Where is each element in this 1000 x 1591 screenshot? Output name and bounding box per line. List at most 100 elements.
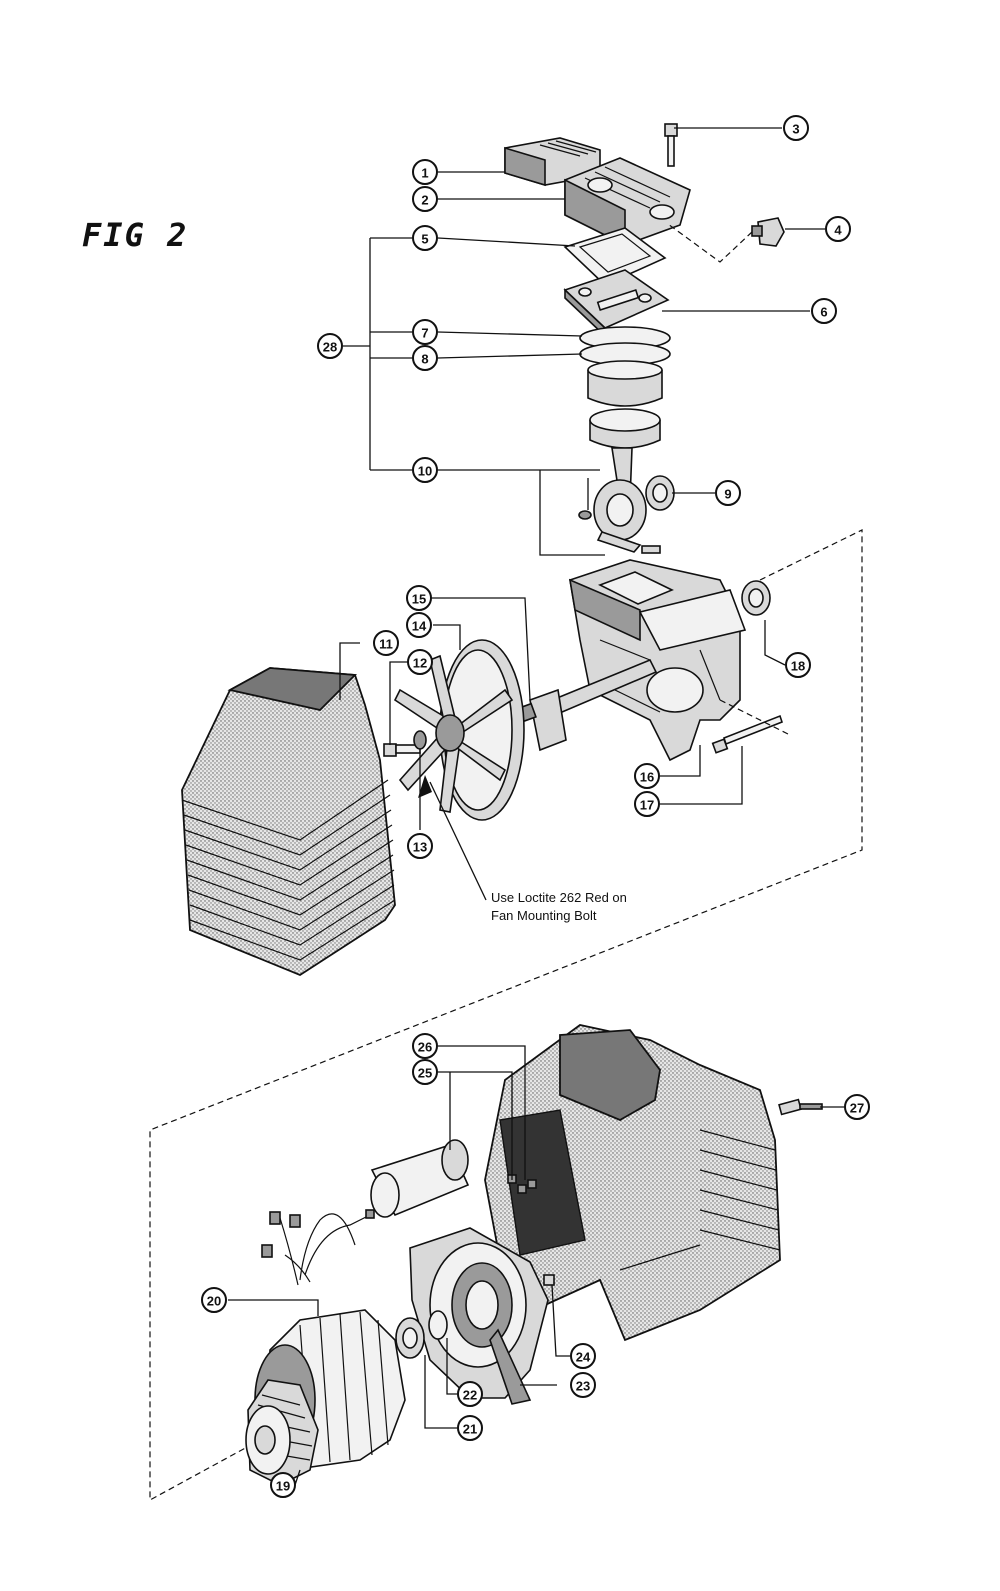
callout-circle xyxy=(457,1381,483,1407)
callout-number: 11 xyxy=(379,637,393,652)
callout-7: 7 xyxy=(412,319,438,345)
callout-circle xyxy=(270,1472,296,1498)
callout-number: 6 xyxy=(820,305,827,320)
callout-number: 24 xyxy=(576,1350,591,1365)
capacitor xyxy=(370,1139,470,1218)
part-17-through-bolt xyxy=(711,714,783,754)
part-26-screw xyxy=(527,1179,537,1189)
callout-13: 13 xyxy=(407,833,433,859)
part-11-fan-shroud xyxy=(181,667,396,977)
callout-24: 24 xyxy=(570,1343,596,1369)
callout-circle xyxy=(457,1415,483,1441)
callout-number: 18 xyxy=(791,659,805,674)
part-21-bearing xyxy=(395,1317,425,1359)
assembly-boundary-line xyxy=(149,529,863,1502)
callout-circle xyxy=(317,333,343,359)
callout-number: 3 xyxy=(792,122,799,137)
callout-circle xyxy=(570,1372,596,1398)
callout-19: 19 xyxy=(270,1472,296,1498)
callout-15: 15 xyxy=(406,585,432,611)
crankcase xyxy=(568,559,747,762)
part-24-screw xyxy=(543,1274,555,1286)
note-line-1: Use Loctite 262 Red on xyxy=(491,890,627,905)
callout-circle xyxy=(412,1033,438,1059)
callout-circle xyxy=(412,186,438,212)
callout-12: 12 xyxy=(407,649,433,675)
callout-number: 15 xyxy=(412,592,426,607)
part-23-end-bell xyxy=(409,1227,549,1405)
callout-23: 23 xyxy=(570,1372,596,1398)
callout-2: 2 xyxy=(412,186,438,212)
callout-number: 8 xyxy=(421,352,428,367)
callout-number: 13 xyxy=(413,840,427,855)
callout-5: 5 xyxy=(412,225,438,251)
callout-8: 8 xyxy=(412,345,438,371)
part-14-fan xyxy=(393,639,525,821)
callout-17: 17 xyxy=(634,791,660,817)
callout-circle xyxy=(634,791,660,817)
callout-number: 28 xyxy=(323,340,337,355)
callout-27: 27 xyxy=(844,1094,870,1120)
callout-number: 1 xyxy=(421,166,428,181)
callout-circle xyxy=(715,480,741,506)
part-3-head-bolt xyxy=(664,123,678,167)
note-line-2: Fan Mounting Bolt xyxy=(491,908,597,923)
callout-circle xyxy=(412,319,438,345)
callout-number: 12 xyxy=(413,656,427,671)
part-27-clip xyxy=(778,1098,823,1116)
callout-10: 10 xyxy=(412,457,438,483)
part-19-rotor xyxy=(245,1379,319,1486)
callout-circle xyxy=(373,630,399,656)
callout-circle xyxy=(406,612,432,638)
callout-number: 4 xyxy=(834,223,842,238)
callout-4: 4 xyxy=(825,216,851,242)
callout-circle xyxy=(412,1059,438,1085)
callout-circle xyxy=(407,649,433,675)
callout-number: 10 xyxy=(418,464,432,479)
callout-circle xyxy=(634,763,660,789)
callout-22: 22 xyxy=(457,1381,483,1407)
callout-number: 25 xyxy=(418,1066,432,1081)
callout-1: 1 xyxy=(412,159,438,185)
part-22-wave-washer xyxy=(428,1310,448,1340)
part-5-gasket xyxy=(563,227,667,286)
callout-circle xyxy=(811,298,837,324)
callout-circle xyxy=(406,585,432,611)
callout-number: 26 xyxy=(418,1040,432,1055)
callout-circle xyxy=(825,216,851,242)
cylinder-sleeve xyxy=(587,360,663,407)
callout-number: 22 xyxy=(463,1388,477,1403)
screw-3 xyxy=(517,1184,527,1194)
callout-6: 6 xyxy=(811,298,837,324)
part-6-valve-plate xyxy=(563,269,670,338)
callout-number: 20 xyxy=(207,1294,221,1309)
callout-number: 23 xyxy=(576,1379,590,1394)
motor-housing xyxy=(484,1024,781,1342)
callout-circle xyxy=(412,225,438,251)
callout-14: 14 xyxy=(406,612,432,638)
callout-number: 5 xyxy=(421,232,428,247)
callout-circle xyxy=(844,1094,870,1120)
callout-16: 16 xyxy=(634,763,660,789)
callout-11: 11 xyxy=(373,630,399,656)
callout-9: 9 xyxy=(715,480,741,506)
callout-number: 14 xyxy=(412,619,427,634)
callout-circle xyxy=(785,652,811,678)
callout-circle xyxy=(407,833,433,859)
callout-28: 28 xyxy=(317,333,343,359)
part-18-bearing xyxy=(741,580,771,616)
callout-labels: 1234567891011121314151617181920212223242… xyxy=(201,115,870,1498)
callout-number: 19 xyxy=(276,1479,290,1494)
callout-circle xyxy=(412,457,438,483)
part-4-elbow-fitting xyxy=(751,217,785,247)
motor-wiring xyxy=(261,1209,375,1286)
piston xyxy=(589,408,661,449)
callout-18: 18 xyxy=(785,652,811,678)
callout-number: 27 xyxy=(850,1101,864,1116)
callout-number: 9 xyxy=(724,487,731,502)
figure-title: FIG 2 xyxy=(82,216,188,254)
part-13-washer xyxy=(413,730,427,750)
callout-20: 20 xyxy=(201,1287,227,1313)
callout-circle xyxy=(412,345,438,371)
